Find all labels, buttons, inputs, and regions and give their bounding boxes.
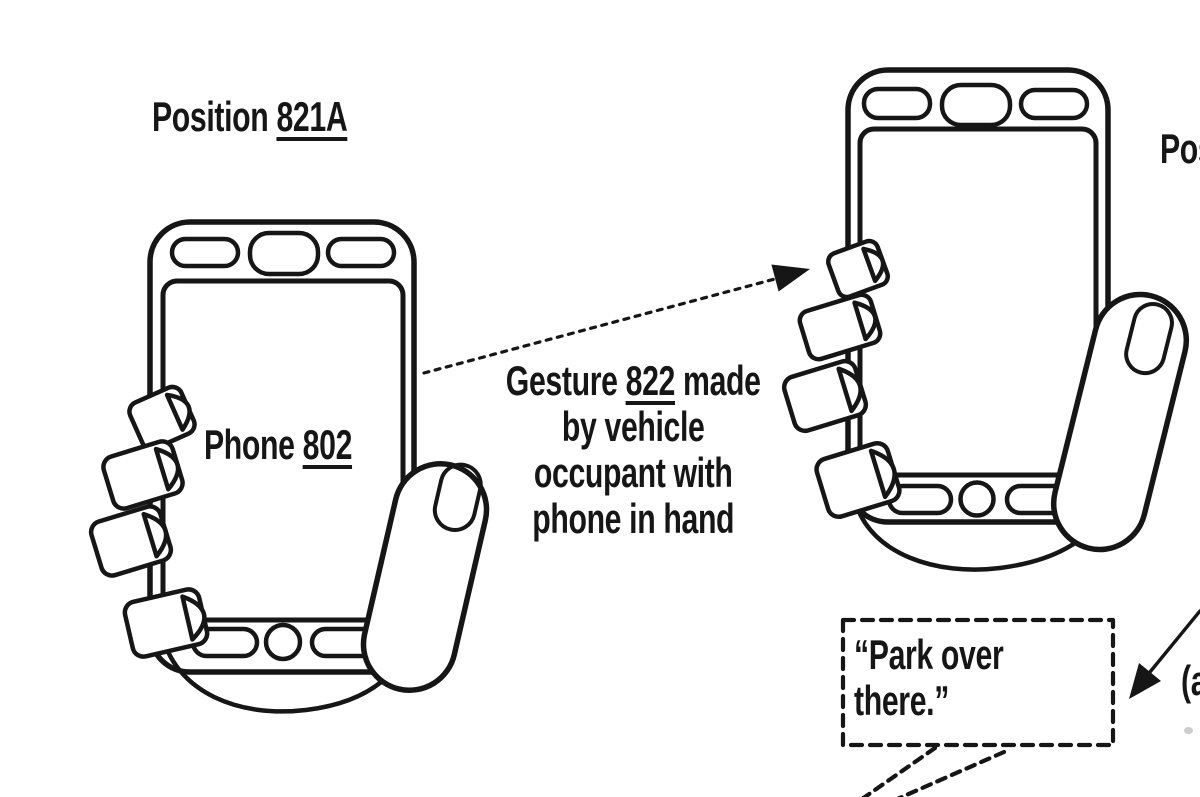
partial-annotation-text: (a: [1181, 660, 1200, 702]
right-phone-screen: [860, 129, 1096, 475]
gesture-caption-line2: by vehicle: [482, 404, 784, 450]
scan-artifact-dot: [1184, 727, 1193, 734]
gesture-caption-line3: occupant with: [482, 450, 784, 496]
gesture-caption-line4: phone in hand: [482, 496, 784, 542]
gesture-arrowhead: [771, 265, 810, 292]
speech-line2: there.”: [854, 678, 1003, 724]
left-position-prefix: Position: [152, 93, 276, 140]
annotation-arrowhead: [1129, 663, 1161, 699]
left-position-label: Position 821A: [152, 96, 347, 138]
gesture-caption-line1: Gesture 822 made: [482, 358, 784, 404]
speech-bubble-text: “Park over there.”: [854, 632, 1003, 724]
left-phone-number: 802: [303, 421, 352, 468]
gesture-caption: Gesture 822 made by vehicle occupant wit…: [482, 358, 784, 542]
right-position-label-partial: Pos: [1160, 128, 1200, 170]
speech-bubble-tail-line-1: [862, 748, 935, 797]
left-position-number: 821A: [276, 93, 347, 140]
speech-line1: “Park over: [854, 632, 1003, 678]
speech-bubble-tail-line-2: [895, 752, 1004, 797]
left-phone-prefix: Phone: [204, 421, 303, 468]
left-phone-label: Phone 802: [204, 424, 352, 466]
